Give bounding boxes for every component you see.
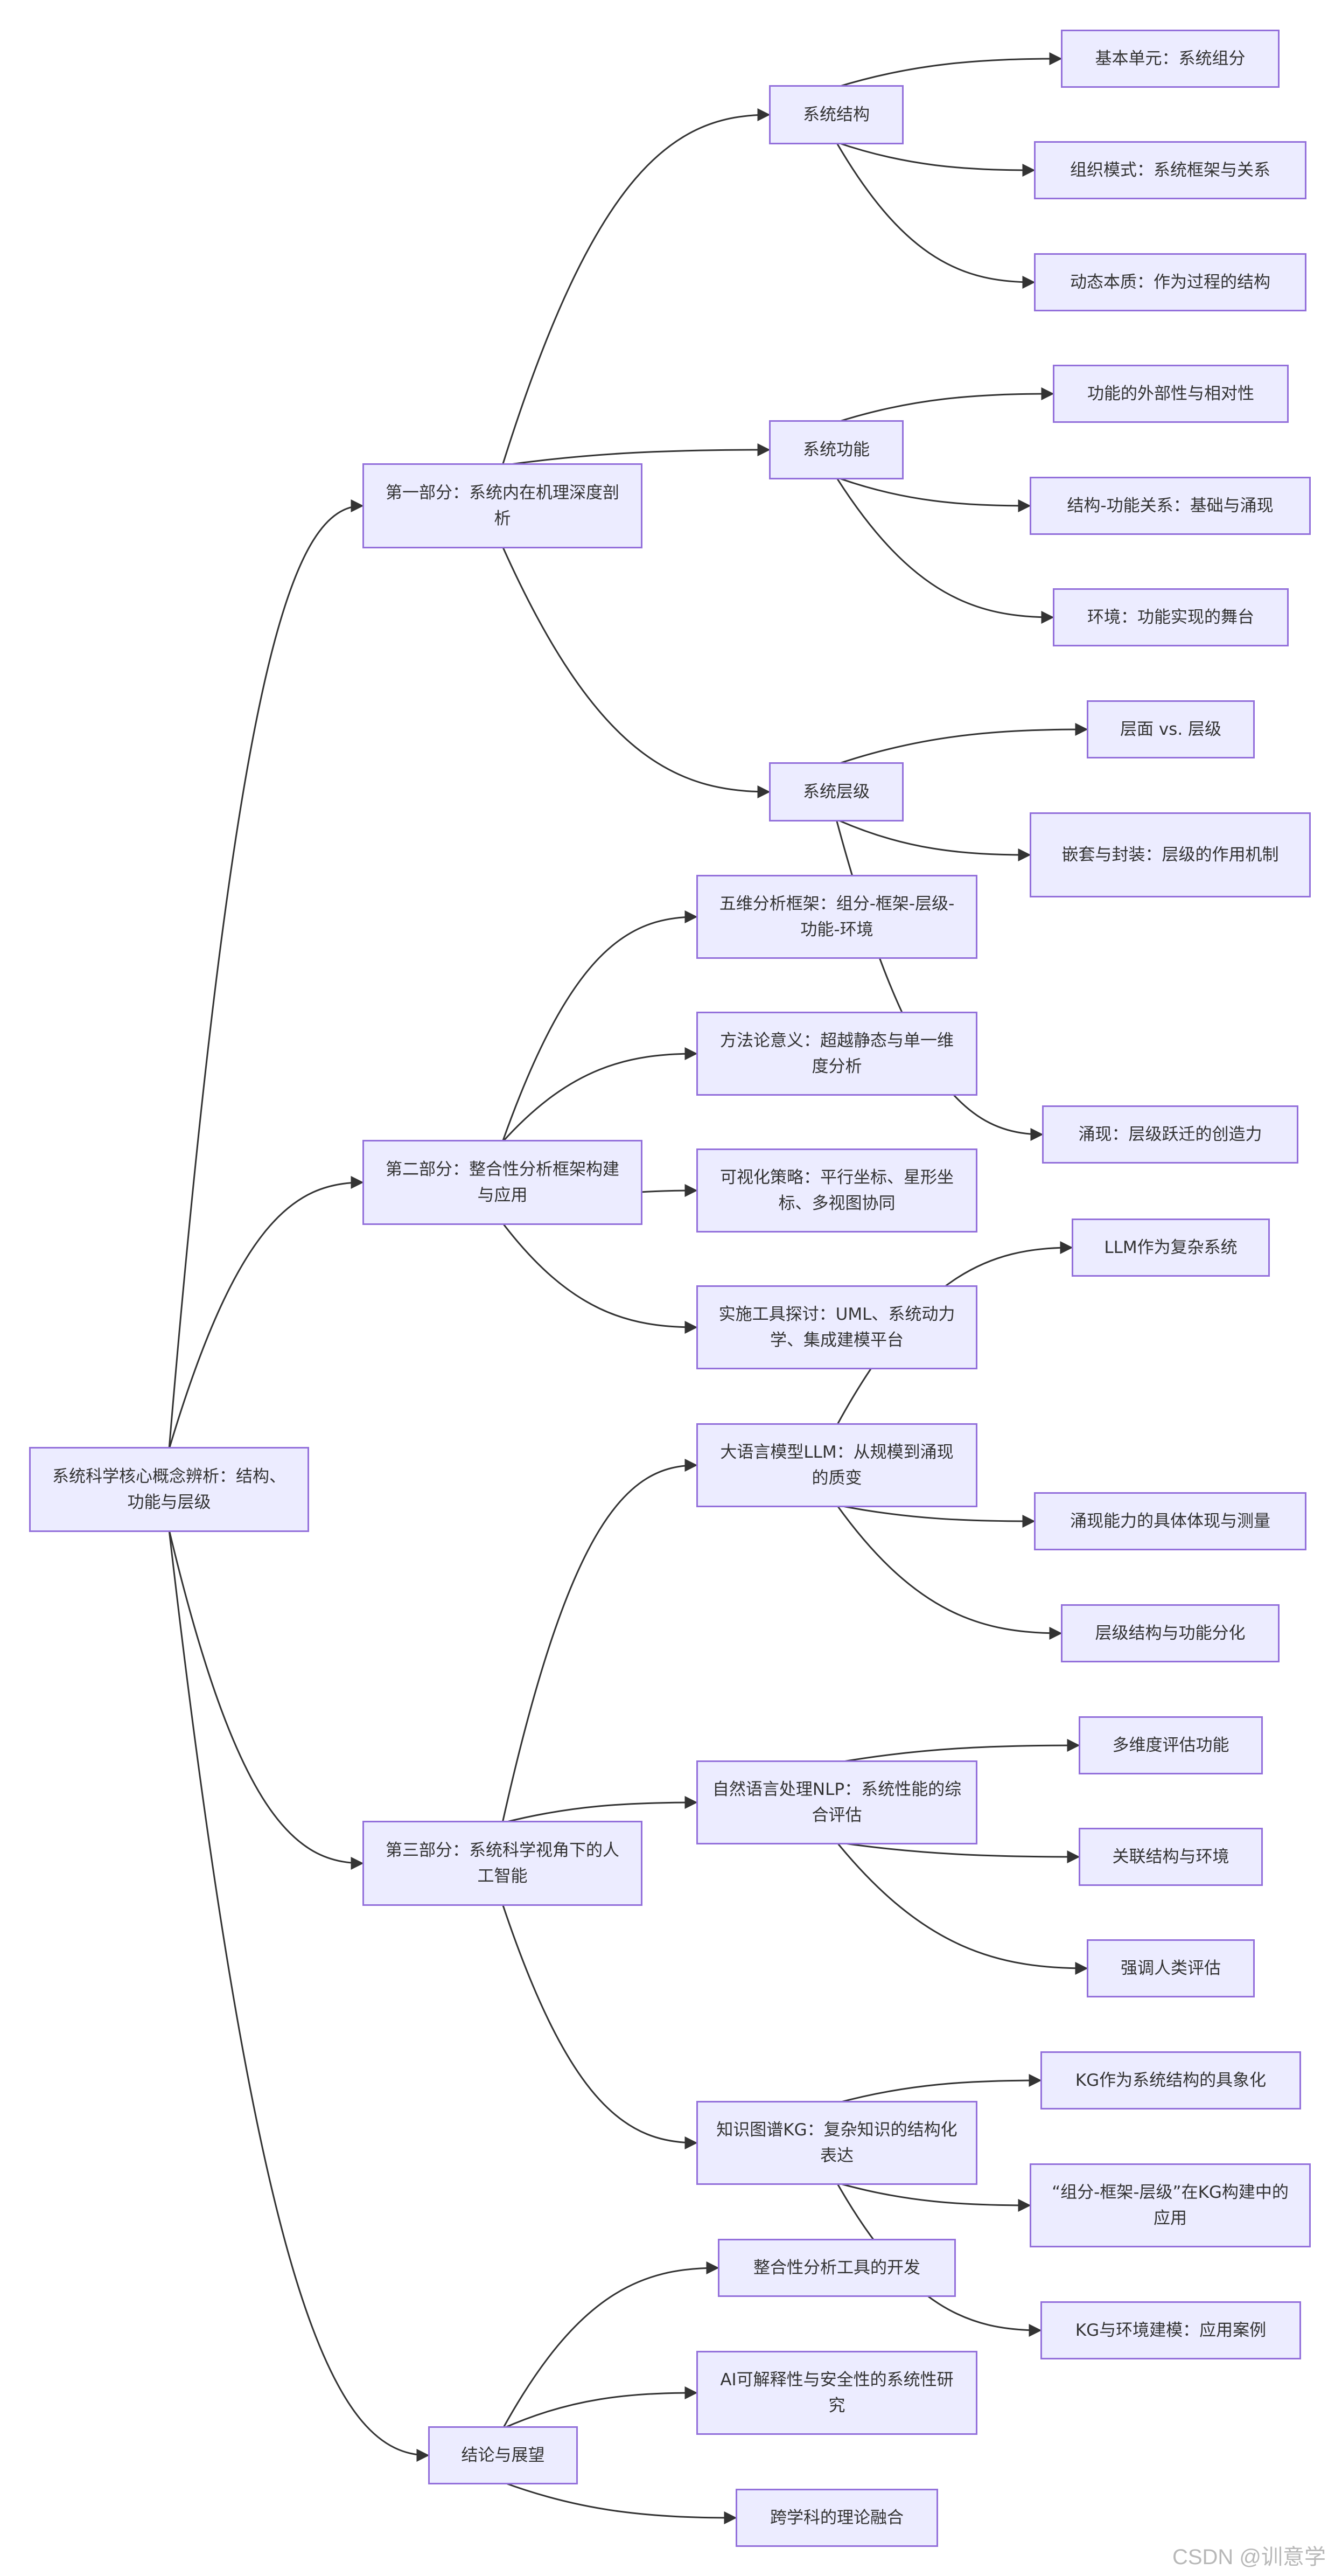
node-structure: 系统结构 — [769, 85, 904, 144]
edge-9 — [835, 142, 1036, 289]
node-nlp-item-1: 多维度评估功能 — [1079, 1716, 1263, 1774]
node-hierarchy-item-1: 层面 vs. 层级 — [1087, 700, 1255, 758]
node-conclusion-item-1: 整合性分析工具的开发 — [718, 2239, 956, 2297]
node-kg-item-3: KG与环境建模：应用案例 — [1040, 2301, 1301, 2359]
node-root: 系统科学核心概念辨析：结构、功能与层级 — [29, 1447, 309, 1532]
edge-16 — [501, 910, 698, 1143]
edge-10 — [836, 387, 1054, 423]
node-function-item-3: 环境：功能实现的舞台 — [1053, 588, 1289, 646]
node-nlp-item-3: 强调人类评估 — [1087, 1939, 1255, 1997]
node-kg: 知识图谱KG：复杂知识的结构化表达 — [696, 2101, 977, 2185]
node-nlp-item-2: 关联结构与环境 — [1079, 1828, 1263, 1886]
watermark: CSDN @训意学 — [1172, 2545, 1326, 2569]
edge-31 — [836, 2182, 1042, 2337]
edge-22 — [501, 1903, 698, 2149]
node-conclusion-item-3: 跨学科的理论融合 — [736, 2489, 938, 2547]
node-part3: 第三部分：系统科学视角下的人工智能 — [362, 1821, 642, 1906]
edge-7 — [836, 52, 1063, 88]
edge-26 — [836, 1739, 1080, 1764]
node-part2-item-2: 方法论意义：超越静态与单一维度分析 — [696, 1012, 977, 1096]
edge-4 — [501, 108, 771, 466]
edge-2 — [168, 1529, 364, 1870]
node-hierarchy-item-2: 嵌套与封装：层级的作用机制 — [1030, 812, 1311, 897]
node-function: 系统功能 — [769, 420, 904, 479]
node-nlp: 自然语言处理NLP：系统性能的综合评估 — [696, 1760, 977, 1844]
edge-1 — [168, 1176, 364, 1450]
node-llm-item-2: 涌现能力的具体体现与测量 — [1034, 1492, 1306, 1550]
edge-25 — [836, 1505, 1063, 1640]
edge-20 — [501, 1459, 698, 1823]
node-part1: 第一部分：系统内在机理深度剖析 — [362, 463, 642, 548]
edge-5 — [502, 443, 771, 467]
edge-14 — [836, 818, 1031, 861]
node-function-item-2: 结构-功能关系：基础与涌现 — [1030, 477, 1311, 535]
node-kg-item-1: KG作为系统结构的具象化 — [1040, 2051, 1301, 2109]
node-structure-item-1: 基本单元：系统组分 — [1061, 30, 1280, 88]
node-part2-item-1: 五维分析框架：组分-框架-层级-功能-环境 — [696, 875, 977, 959]
node-structure-item-3: 动态本质：作为过程的结构 — [1034, 253, 1306, 311]
edge-12 — [835, 477, 1054, 624]
edge-33 — [502, 2386, 698, 2429]
edge-0 — [168, 499, 364, 1450]
edge-group — [168, 52, 1088, 2524]
node-structure-item-2: 组织模式：系统框架与关系 — [1034, 141, 1306, 199]
node-llm: 大语言模型LLM：从规模到涌现的质变 — [696, 1423, 977, 1507]
node-part2: 第二部分：整合性分析框架构建与应用 — [362, 1140, 642, 1225]
node-hierarchy-item-3: 涌现：层级跃迁的创造力 — [1042, 1105, 1298, 1164]
edge-13 — [836, 723, 1088, 765]
edge-6 — [501, 546, 771, 798]
edge-24 — [836, 1504, 1036, 1528]
edge-11 — [836, 476, 1031, 512]
node-kg-item-2: “组分-框架-层级”在KG构建中的应用 — [1030, 2163, 1311, 2247]
node-function-item-1: 功能的外部性与相对性 — [1053, 365, 1289, 423]
node-conclusion-item-2: AI可解释性与安全性的系统性研究 — [696, 2351, 977, 2435]
edge-21 — [502, 1796, 698, 1824]
edge-29 — [836, 2074, 1042, 2104]
node-part2-item-3: 可视化策略：平行坐标、星形坐标、多视图协同 — [696, 1148, 977, 1233]
edge-30 — [836, 2182, 1031, 2212]
edge-34 — [502, 2481, 737, 2524]
node-hierarchy: 系统层级 — [769, 762, 904, 821]
edge-28 — [836, 1842, 1088, 1975]
node-llm-item-3: 层级结构与功能分化 — [1061, 1604, 1280, 1662]
node-llm-item-1: LLM作为复杂系统 — [1072, 1219, 1270, 1277]
edge-19 — [501, 1222, 698, 1334]
edge-3 — [168, 1529, 430, 2462]
edge-17 — [501, 1047, 698, 1143]
edge-8 — [836, 141, 1036, 177]
edge-32 — [502, 2261, 719, 2429]
node-part2-item-4: 实施工具探讨：UML、系统动力学、集成建模平台 — [696, 1285, 977, 1369]
node-conclusion: 结论与展望 — [428, 2426, 578, 2484]
edge-27 — [836, 1841, 1080, 1863]
